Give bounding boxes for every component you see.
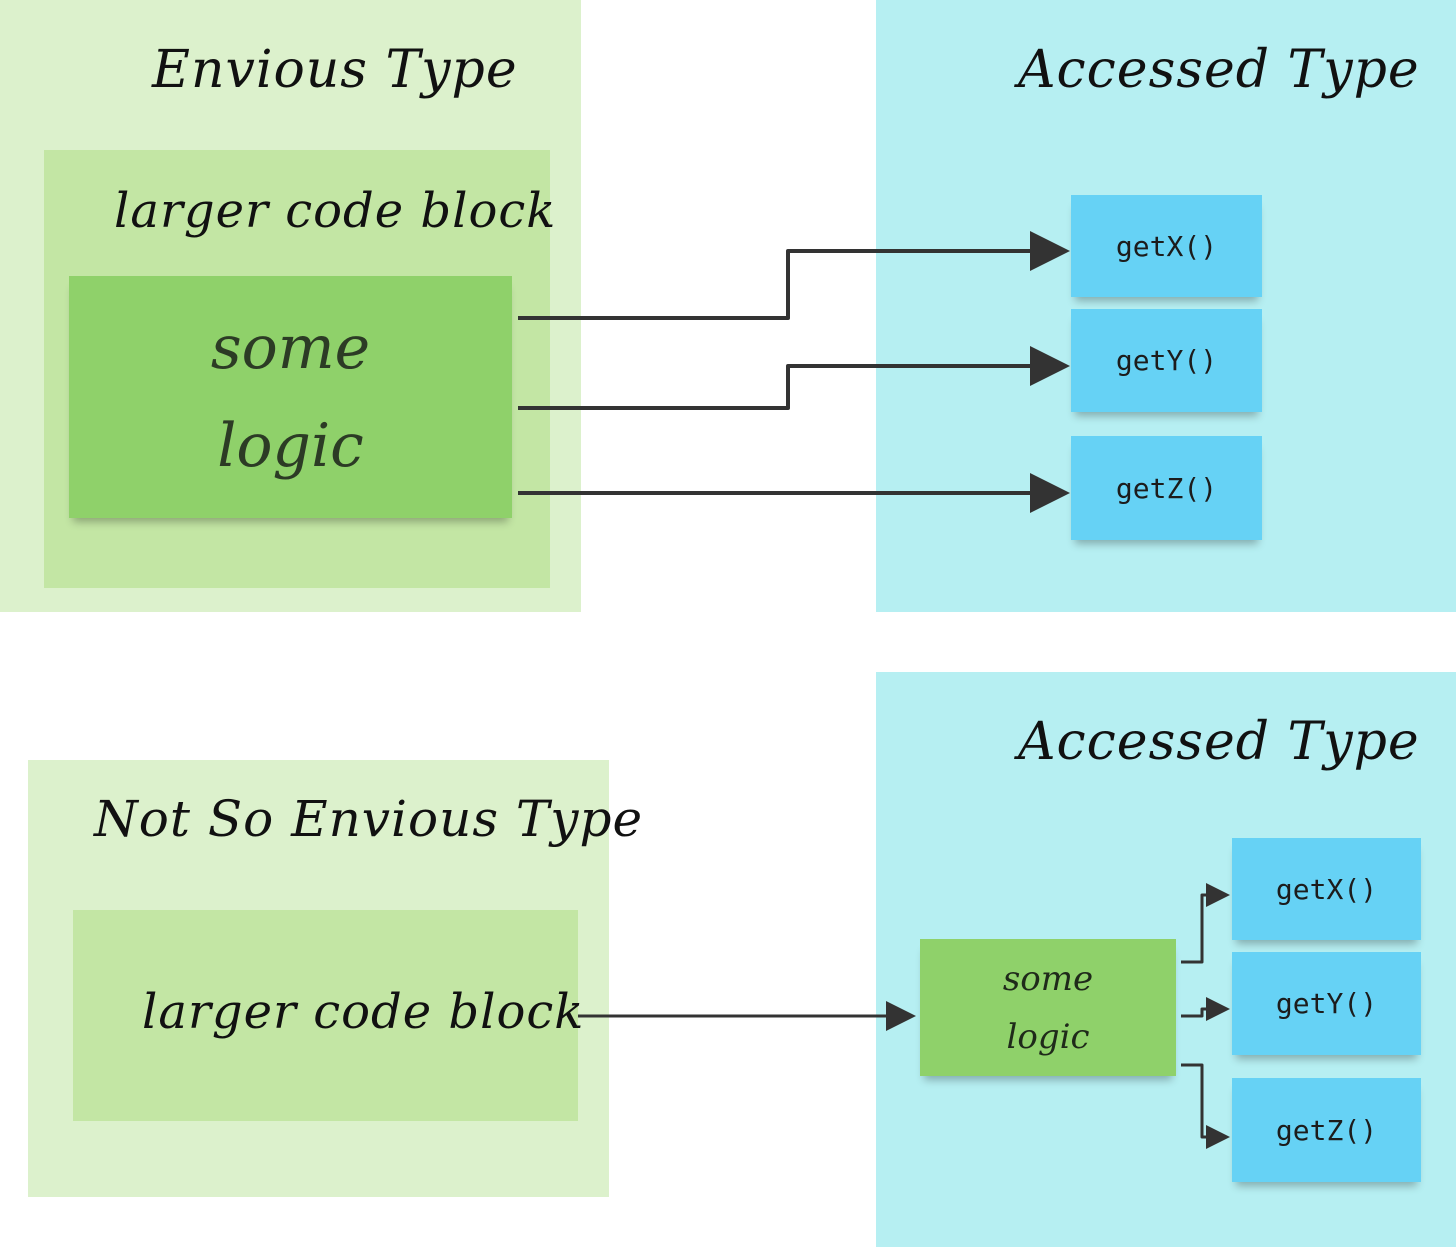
- accessed-type-title-bottom: Accessed Type: [1018, 712, 1420, 772]
- getx-label-bottom: getX(): [1275, 872, 1378, 906]
- logic-line-2: logic: [217, 411, 364, 481]
- getz-label: getZ(): [1115, 471, 1218, 505]
- arrow-logic-to-gety-bottom: [1181, 997, 1230, 1021]
- getx-label: getX(): [1115, 229, 1218, 263]
- logic-line-1-bottom: some: [1002, 958, 1094, 999]
- getx-note-bottom: getX(): [1232, 838, 1421, 940]
- arrow-logic-to-gety: [518, 346, 1070, 410]
- gety-note-top: getY(): [1071, 309, 1262, 412]
- gety-label: getY(): [1115, 344, 1218, 377]
- gety-label-bottom: getY(): [1275, 987, 1378, 1020]
- some-logic-note-bottom: some logic: [920, 939, 1176, 1076]
- larger-code-block-bottom: [73, 910, 578, 1121]
- getz-label-bottom: getZ(): [1275, 1113, 1378, 1147]
- arrow-logic-to-getx-bottom: [1181, 883, 1230, 964]
- some-logic-note: some logic: [69, 276, 512, 518]
- logic-line-1: some: [210, 313, 371, 383]
- getx-note-top: getX(): [1071, 195, 1262, 297]
- larger-code-block-label: larger code block: [114, 183, 557, 239]
- envious-type-title: Envious Type: [152, 40, 518, 100]
- arrow-logic-to-getz-bottom: [1181, 1063, 1230, 1149]
- getz-note-bottom: getZ(): [1232, 1078, 1421, 1182]
- accessed-type-title-top: Accessed Type: [1018, 40, 1420, 100]
- not-so-envious-type-title: Not So Envious Type: [94, 790, 644, 848]
- arrow-logic-to-getx: [518, 231, 1070, 320]
- larger-code-block-bottom-label: larger code block: [142, 984, 585, 1040]
- gety-note-bottom: getY(): [1232, 952, 1421, 1055]
- logic-line-2-bottom: logic: [1006, 1016, 1090, 1057]
- getz-note-top: getZ(): [1071, 436, 1262, 540]
